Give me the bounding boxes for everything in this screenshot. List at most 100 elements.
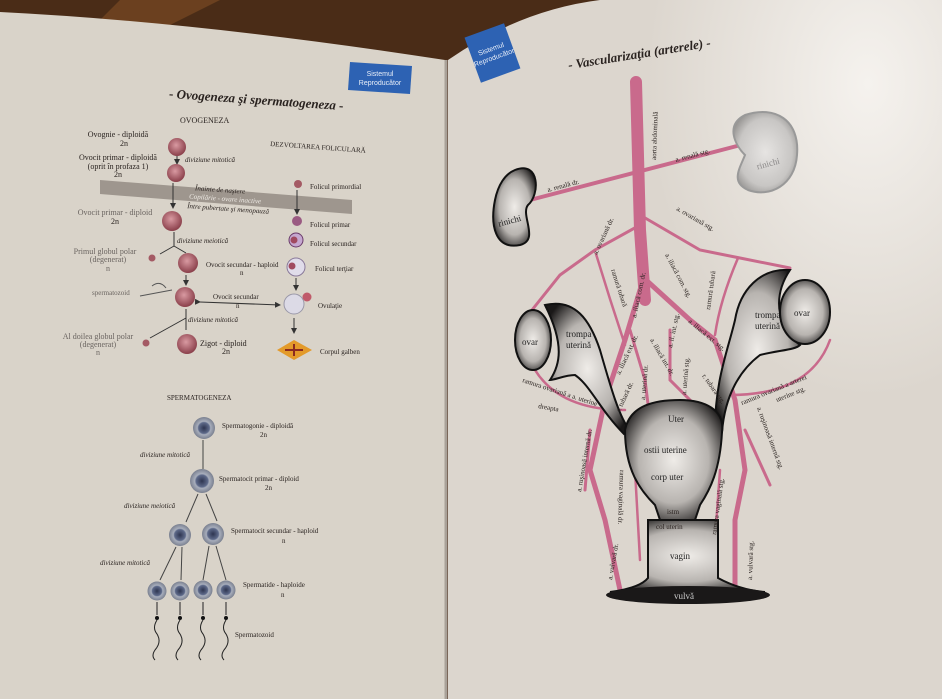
folicul-primordial-icon (294, 180, 302, 188)
spermatogonie-label: Spermatogonie - diploidă (222, 422, 294, 430)
split-arrow (159, 232, 187, 255)
ovulatie-icon (283, 293, 305, 315)
spermatocit-primar-label: Spermatocit primar - diploid (219, 475, 299, 483)
renal-artery (528, 138, 762, 202)
zigot-ploidy: 2n (222, 347, 230, 356)
pudendal-stg (743, 428, 772, 487)
vessel-label: aorta abdominală (650, 111, 660, 161)
zigot-label: Zigot - diploid (200, 339, 247, 348)
ovarian-artery-stg (638, 213, 792, 270)
al-doilea-globul-ploidy: n (96, 348, 100, 357)
vessel-label: a. uterină stg. (680, 357, 691, 396)
polar-body-1 (148, 254, 156, 262)
ovocit-secundar-arrow-label: Ovocit secundar (213, 293, 259, 301)
ovarian-branch-stg (728, 338, 832, 397)
folicul-primar-icon (292, 216, 302, 226)
ovocit-primar-oprit-note: (oprit în profaza 1) (88, 162, 149, 171)
vulva-label: vulvă (674, 591, 694, 601)
oocyte (302, 292, 312, 302)
corp-uter-label: corp uter (651, 472, 683, 482)
div-mitotica-2-label: diviziune mitotică (100, 559, 150, 567)
section-tab-left[interactable]: Sistemul Reproducător (348, 62, 412, 94)
spermatogeneza-heading: SPERMATOGENEZA (167, 394, 231, 402)
ovocit-primar-cell (167, 164, 185, 182)
spermatozoid-icon (175, 602, 183, 661)
uter-label: Uter (668, 414, 684, 424)
folicul-tertiar-icon (286, 257, 306, 277)
sperm-head (155, 616, 159, 620)
zigot-cell (177, 334, 197, 354)
div-mitotica-label: diviziune mitotică (140, 451, 190, 459)
spermatocit-primar-ploidy: 2n (265, 484, 273, 492)
spermatozoid-icon (198, 602, 206, 661)
spermatozoid-label: Spermatozoid (235, 631, 274, 639)
primul-globul-label: Primul globul polar (74, 247, 137, 256)
sperm-icon (139, 282, 173, 297)
primul-globul-ploidy: n (106, 264, 110, 273)
ovary-stg (779, 279, 831, 345)
kidney-dr (492, 167, 537, 247)
vessel-label: dreapta (538, 402, 561, 414)
spermatide-cells (147, 580, 236, 601)
spermatozoa (152, 602, 229, 661)
ovocit-secundar-ploidy: n (240, 269, 244, 277)
fertilized-cell (175, 287, 195, 307)
trompa-stg-1: trompa (755, 310, 781, 320)
ovognie-cell (168, 138, 186, 156)
div-meiotica-label: diviziune meiotică (124, 502, 176, 510)
iliac-stg (643, 277, 748, 593)
corpus-mark (285, 344, 303, 356)
ovognie-ploidy: 2n (120, 139, 128, 148)
section-tab-right[interactable]: Sistemul Reproducător (464, 23, 521, 83)
spermatida-cell (147, 581, 167, 601)
al-doilea-globul-label: Al doilea globul polar (63, 332, 134, 341)
folicul-stage-label: Folicul secundar (310, 240, 357, 248)
ovocit-primar-cell-2 (162, 211, 182, 231)
spermatide-label: Spermatide - haploide (243, 581, 305, 589)
iliac-dr (587, 277, 646, 593)
aorta (630, 76, 651, 306)
connector (185, 493, 218, 523)
connector (159, 545, 227, 581)
trompa-stg-2: uterină (755, 321, 780, 331)
ovary-dr (514, 309, 552, 371)
sperm-head (224, 616, 228, 620)
folicul-stage-label: Folicul primar (310, 221, 351, 229)
split-arrow (149, 309, 187, 339)
ovocit-primar-ploidy: 2n (111, 217, 119, 226)
ovocit-secundar-arrow-ploidy: n (236, 302, 240, 310)
ovarian-artery-dr (530, 223, 642, 312)
div-meiotica-label: diviziune meiotică (177, 237, 229, 245)
trompa-dr-2: uterină (566, 340, 591, 350)
spermatida-cell (193, 580, 213, 600)
oocyte (288, 262, 296, 270)
primul-globul-note: (degenerat) (90, 255, 127, 264)
istm-label: istm (667, 508, 680, 516)
uterus (623, 398, 724, 521)
ovar-stg-label: ovar (794, 308, 810, 318)
ovocit-secundar-cell (178, 253, 198, 273)
oocyte (290, 236, 298, 244)
ovogeneza-heading: OVOGENEZA (180, 116, 230, 125)
polar-body-2 (142, 339, 150, 347)
kidney-stg (732, 110, 799, 194)
tube-dr (543, 302, 632, 436)
folicul-stage-label: Folicul primordial (310, 183, 361, 191)
spermatogonie-ploidy: 2n (260, 431, 268, 439)
trompa-dr-1: trompa (566, 329, 592, 339)
vaginal-dr (633, 468, 642, 562)
tab-line2: Reproducător (359, 80, 402, 87)
vessel-label: ramura vaginală dr. (616, 470, 626, 525)
ostii-label: ostii uterine (644, 445, 687, 455)
spermatozoid-label: spermatozoid (92, 289, 130, 297)
ovar-dr-label: ovar (522, 337, 538, 347)
spermatocit-secundar-cell (169, 524, 191, 546)
spermatocit-secundar-label: Spermatocit secundar - haploid (231, 527, 319, 535)
ovognie-label: Ovognie - diploidă (88, 130, 149, 139)
folicul-stage-label: Ovulaţie (318, 302, 342, 310)
spermatogeneza-diagram: SPERMATOGENEZA Spermatogonie - diploidă … (100, 394, 319, 661)
spermatida-cell (216, 580, 236, 600)
div-mitotica-label: diviziune mitotică (185, 156, 235, 164)
vessel-label: a. uterină dr. (639, 364, 650, 400)
